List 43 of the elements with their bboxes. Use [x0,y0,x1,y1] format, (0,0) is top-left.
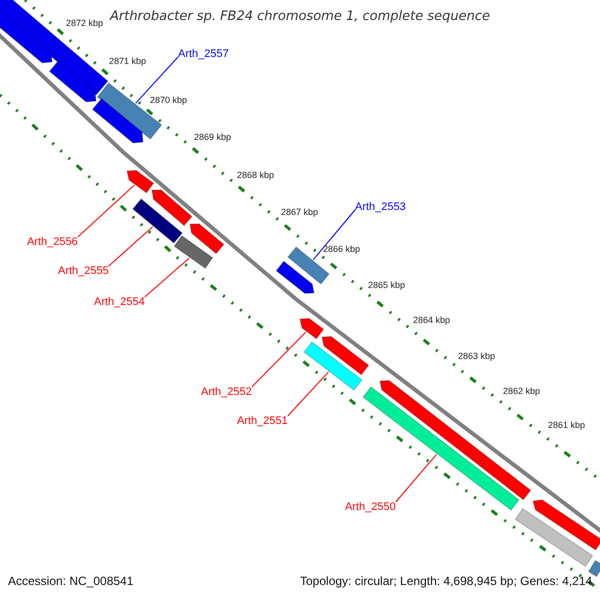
tick-label: 2872 kbp [66,19,104,28]
gene-label: Arth_2551 [237,416,288,427]
leader-line [287,371,329,416]
tick-label: 2865 kbp [368,281,406,290]
gene-label: Arth_2555 [58,266,109,277]
leader-line [251,332,306,388]
gene-feature [92,98,144,144]
tick-label: 2868 kbp [237,171,274,180]
leader-line [108,226,154,266]
tick-label: 2870 kbp [150,96,188,105]
leader-line [395,454,437,502]
tick-label: 2862 kbp [503,387,540,396]
leader-line [77,184,135,238]
gene-label: Arth_2550 [345,502,396,513]
gene-feature [322,336,370,376]
leader-line [144,258,190,298]
footer-text: Accession: NC_008541 [8,575,134,587]
gene-label: Arth_2552 [201,387,252,398]
gene-label: Arth_2553 [355,202,406,213]
gene-label: Arth_2554 [94,297,145,308]
gene-feature [588,560,600,578]
gene-feature [132,198,183,244]
gene-feature [514,508,594,567]
leader-line [312,210,356,260]
gene-label: Arth_2557 [178,49,229,60]
gene-feature [276,260,314,294]
gene-feature [190,223,224,254]
leader-line [135,56,178,104]
footer-text: Topology: circular; Length: 4,698,945 bp; Genes: 4,214 [300,575,592,587]
tick-label: 2869 kbp [194,133,232,142]
gene-feature [152,190,192,226]
tick-label: 2864 kbp [413,316,450,325]
tick-label: 2867 kbp [281,208,318,217]
tick-label: 2871 kbp [109,57,146,66]
gene-feature [174,235,214,269]
gene-label: Arth_2556 [27,237,78,248]
gene-feature [304,341,362,391]
gene-feature [532,499,600,551]
tick-label: 2866 kbp [323,245,360,254]
tick-label: 2863 kbp [458,352,496,361]
tick-label: 2861 kbp [548,421,586,430]
gene-feature [126,170,154,194]
gene-feature [48,60,96,102]
